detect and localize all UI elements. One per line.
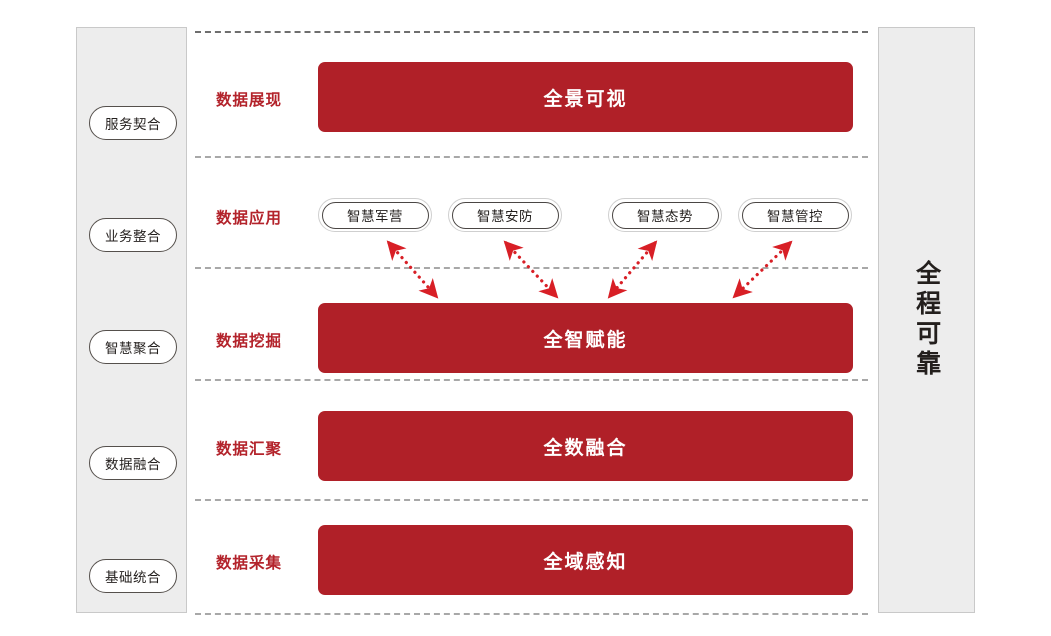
separator-line-bottom: [195, 613, 868, 615]
reliability-label: 全程可靠: [912, 260, 941, 380]
stage-pill-foundation[interactable]: 基础统合: [89, 559, 177, 593]
stage-pill-service[interactable]: 服务契合: [89, 106, 177, 140]
separator-line-2: [195, 267, 868, 269]
red-bar-mining: 全智赋能: [318, 303, 853, 373]
app-pill-smart-situation[interactable]: 智慧态势: [608, 198, 722, 232]
app-pill-smart-barracks[interactable]: 智慧军营: [318, 198, 432, 232]
separator-line-1: [195, 156, 868, 158]
stage-pill-label: 基础统合: [105, 570, 161, 585]
row-label-presentation: 数据展现: [216, 92, 283, 109]
separator-line-3: [195, 379, 868, 381]
reliability-panel: 全程可靠: [878, 27, 975, 613]
stage-pill-intelligence[interactable]: 智慧聚合: [89, 330, 177, 364]
arrow-security: [503, 240, 559, 299]
stage-pill-business[interactable]: 业务整合: [89, 218, 177, 252]
arrow-barracks: [386, 240, 439, 299]
stage-pill-label: 业务整合: [105, 229, 161, 244]
stage-pill-label: 智慧聚合: [105, 341, 161, 356]
arrow-situation: [607, 240, 658, 299]
red-bar-label: 全智赋能: [543, 329, 628, 351]
separator-line-4: [195, 499, 868, 501]
app-pill-smart-control[interactable]: 智慧管控: [738, 198, 852, 232]
row-label-aggregation: 数据汇聚: [216, 441, 283, 458]
red-bar-aggregation: 全数融合: [318, 411, 853, 481]
app-pill-label: 智慧军营: [347, 209, 403, 224]
app-pill-smart-security[interactable]: 智慧安防: [448, 198, 562, 232]
red-bar-presentation: 全景可视: [318, 62, 853, 132]
row-label-mining: 数据挖掘: [216, 333, 283, 350]
row-label-application: 数据应用: [216, 210, 283, 227]
stage-pill-data[interactable]: 数据融合: [89, 446, 177, 480]
integration-stages-panel: 服务契合 业务整合 智慧聚合 数据融合 基础统合: [76, 27, 187, 613]
app-pill-label: 智慧安防: [477, 209, 533, 224]
app-pill-label: 智慧态势: [637, 209, 693, 224]
separator-line-top: [195, 31, 868, 33]
red-bar-label: 全景可视: [543, 88, 628, 110]
app-pill-label: 智慧管控: [767, 209, 823, 224]
arrow-control: [732, 240, 793, 299]
red-bar-label: 全数融合: [543, 437, 628, 459]
row-label-collection: 数据采集: [216, 555, 283, 572]
stage-pill-label: 服务契合: [105, 117, 161, 132]
red-bar-label: 全域感知: [543, 551, 628, 573]
red-bar-collection: 全域感知: [318, 525, 853, 595]
reliability-label-wrap: 全程可靠: [879, 28, 974, 612]
stage-pill-label: 数据融合: [105, 457, 161, 472]
